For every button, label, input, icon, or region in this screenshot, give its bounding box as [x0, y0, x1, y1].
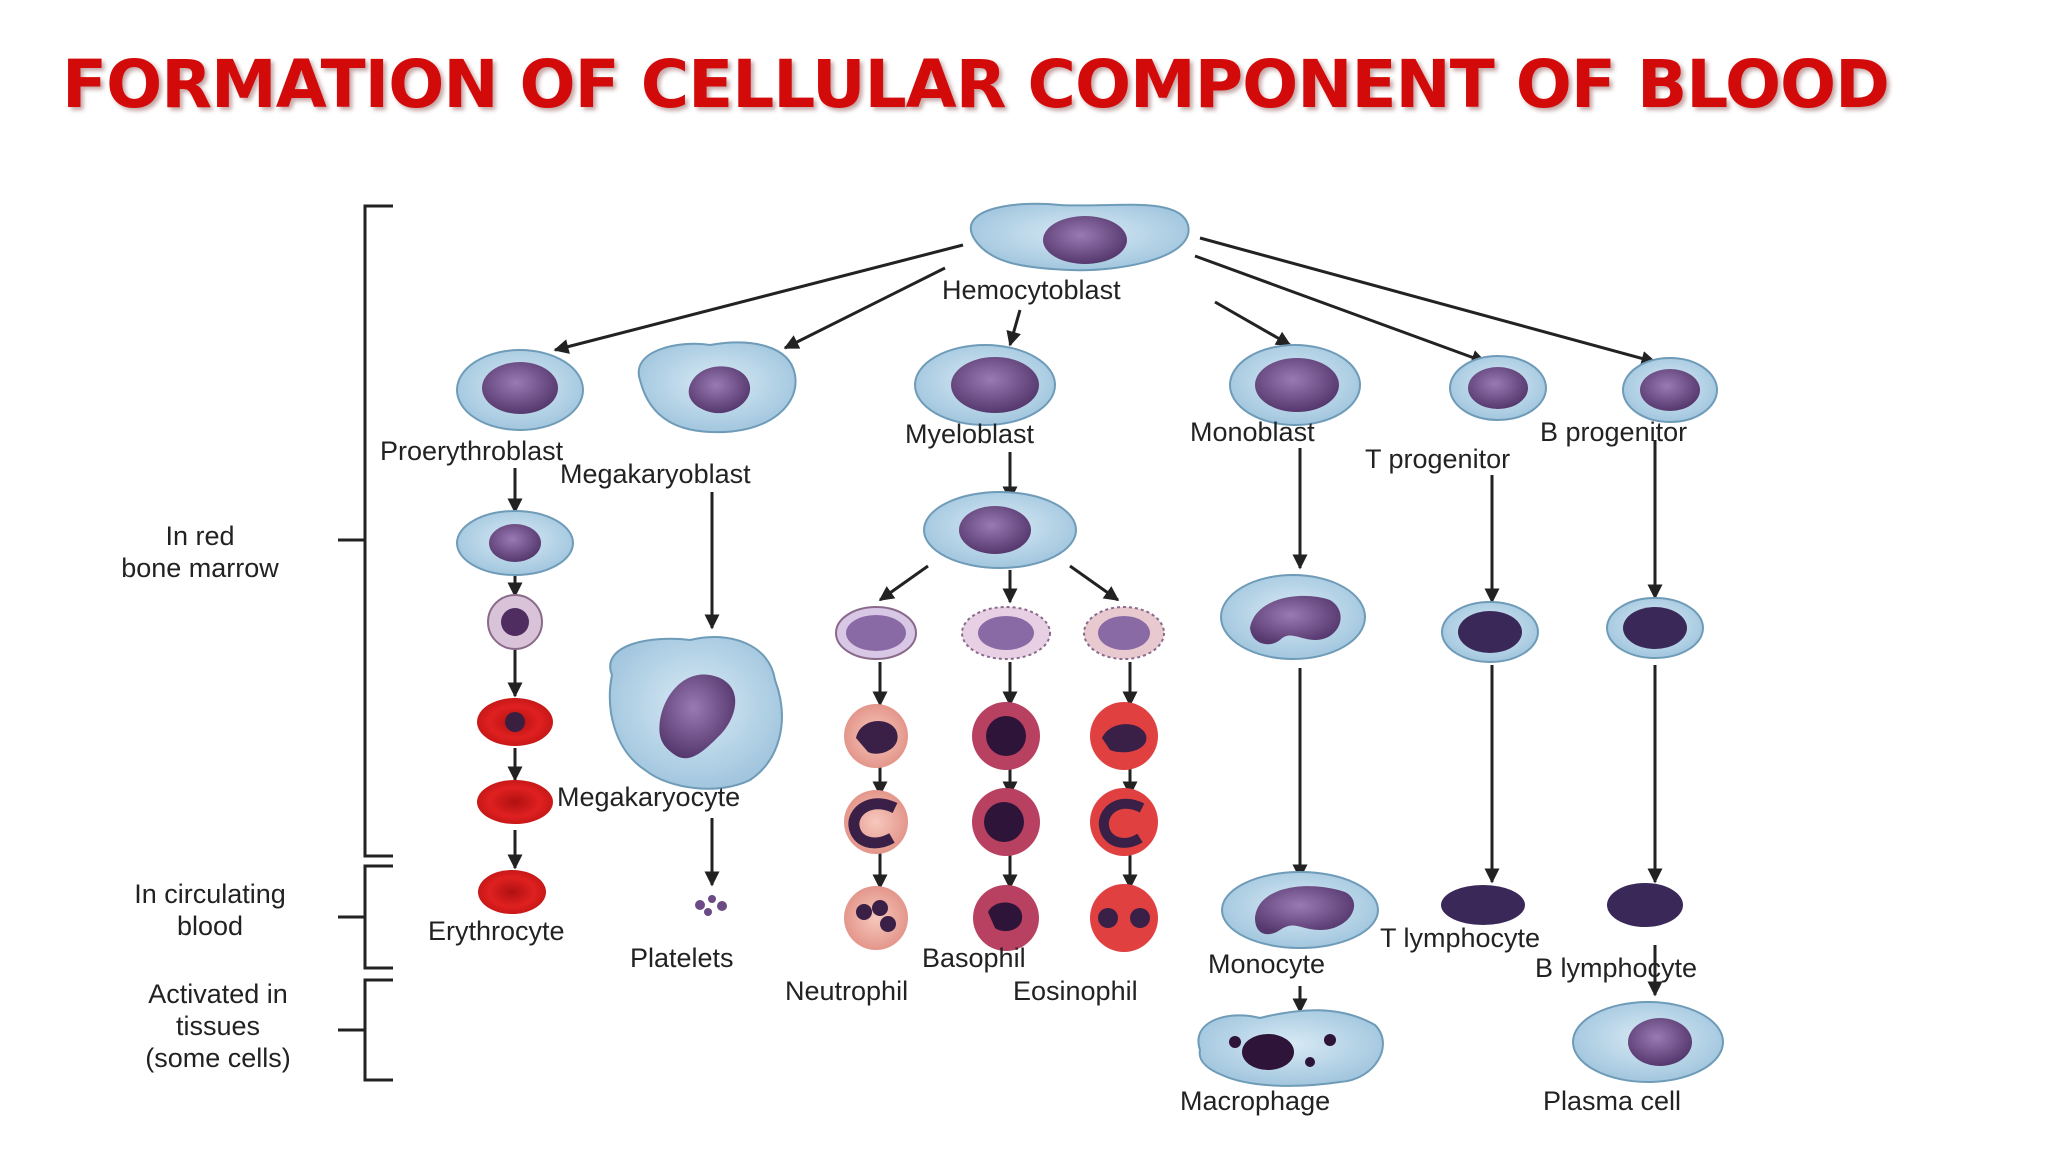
t-progenitor-cell: [1449, 355, 1547, 421]
cell-labels: Hemocytoblast Proerythroblast Megakaryob…: [380, 275, 1697, 1116]
label-myeloblast: Myeloblast: [905, 419, 1035, 449]
label-t-progenitor: T progenitor: [1365, 444, 1510, 474]
arrow-to-myeloblast: [1006, 309, 1022, 347]
cells: [456, 202, 1724, 1087]
eosinophil-myelocyte-cell: [1090, 702, 1158, 770]
monocyte-cell: [1221, 871, 1379, 949]
b-prolymphocyte-cell: [1606, 597, 1704, 659]
label-plasma-cell: Plasma cell: [1543, 1086, 1681, 1116]
arrow-to-megakaryoblast: [783, 266, 946, 350]
reticulocyte-cell: [477, 780, 553, 824]
label-hemocytoblast: Hemocytoblast: [942, 275, 1121, 305]
b-progenitor-cell: [1622, 357, 1718, 423]
tissues-label-line1: Activated in: [148, 979, 288, 1009]
label-neutrophil: Neutrophil: [785, 976, 908, 1006]
tissues-label-line3: (some cells): [145, 1043, 291, 1073]
label-basophil: Basophil: [922, 943, 1026, 973]
eosinophil-cell: [1090, 884, 1158, 952]
t-prolymphocyte-cell: [1441, 601, 1539, 663]
monoblast-cell: [1229, 344, 1361, 426]
megakaryoblast-cell: [637, 341, 797, 434]
promonocyte-cell: [1220, 574, 1366, 660]
label-erythrocyte: Erythrocyte: [428, 916, 565, 946]
label-monocyte: Monocyte: [1208, 949, 1325, 979]
normoblast-cell: [487, 594, 543, 650]
myelocyte-cell: [923, 491, 1077, 569]
arrow-to-t-progenitor: [1194, 254, 1487, 365]
zone-labels: In red bone marrow In circulating blood …: [121, 521, 291, 1073]
myeloblast-cell: [914, 344, 1056, 426]
arrow-myelo-neutro: [878, 564, 929, 602]
arrow-to-proerythroblast: [553, 243, 964, 354]
blood-label-line2: blood: [177, 911, 243, 941]
basophil-promyelocyte-cell: [961, 606, 1051, 660]
hemocytoblast-cell: [969, 202, 1190, 272]
arrow-myelo-eosino: [1069, 564, 1120, 602]
eosinophil-promyelocyte-cell: [1083, 606, 1165, 660]
label-b-lymphocyte: B lymphocyte: [1535, 953, 1697, 983]
label-macrophage: Macrophage: [1180, 1086, 1330, 1116]
label-megakaryoblast: Megakaryoblast: [560, 459, 751, 489]
label-platelets: Platelets: [630, 943, 734, 973]
arrow-to-b-progenitor: [1199, 236, 1657, 366]
blood-label-line1: In circulating: [134, 879, 286, 909]
lineage-arrows: [507, 236, 1663, 1014]
marrow-label-line2: bone marrow: [121, 553, 279, 583]
label-t-lymphocyte: T lymphocyte: [1380, 923, 1540, 953]
marrow-label-line1: In red: [165, 521, 234, 551]
label-megakaryocyte: Megakaryocyte: [557, 782, 740, 812]
label-eosinophil: Eosinophil: [1013, 976, 1138, 1006]
b-lymphocyte-cell: [1607, 883, 1683, 927]
label-monoblast: Monoblast: [1190, 417, 1315, 447]
late-normoblast-cell: [477, 698, 553, 746]
basophil-band-cell: [972, 788, 1040, 856]
blood-bracket: [338, 864, 393, 970]
eosinophil-band-cell: [1090, 788, 1158, 856]
platelets-mark: [695, 895, 727, 916]
page-title: FORMATION OF CELLULAR COMPONENT OF BLOOD: [62, 46, 1890, 123]
neutrophil-promyelocyte-cell: [835, 606, 917, 660]
tissues-bracket: [338, 978, 393, 1082]
erythroblast-cell: [456, 510, 574, 576]
t-lymphocyte-cell: [1441, 885, 1525, 925]
marrow-bracket: [338, 204, 393, 858]
macrophage-cell: [1197, 1009, 1384, 1087]
tissues-label-line2: tissues: [176, 1011, 260, 1041]
zone-brackets: [338, 204, 393, 1082]
arrow-to-monoblast: [1214, 300, 1292, 347]
basophil-myelocyte-cell: [972, 702, 1040, 770]
plasma-cell: [1572, 1001, 1724, 1083]
basophil-cell: [973, 885, 1039, 951]
erythrocyte-cell: [478, 870, 546, 914]
label-b-progenitor: B progenitor: [1540, 417, 1687, 447]
neutrophil-cell: [844, 886, 908, 950]
neutrophil-band-cell: [844, 790, 908, 854]
megakaryocyte-cell: [608, 635, 783, 790]
label-proerythroblast: Proerythroblast: [380, 436, 564, 466]
proerythroblast-cell: [456, 349, 584, 431]
neutrophil-myelocyte-cell: [844, 704, 908, 768]
